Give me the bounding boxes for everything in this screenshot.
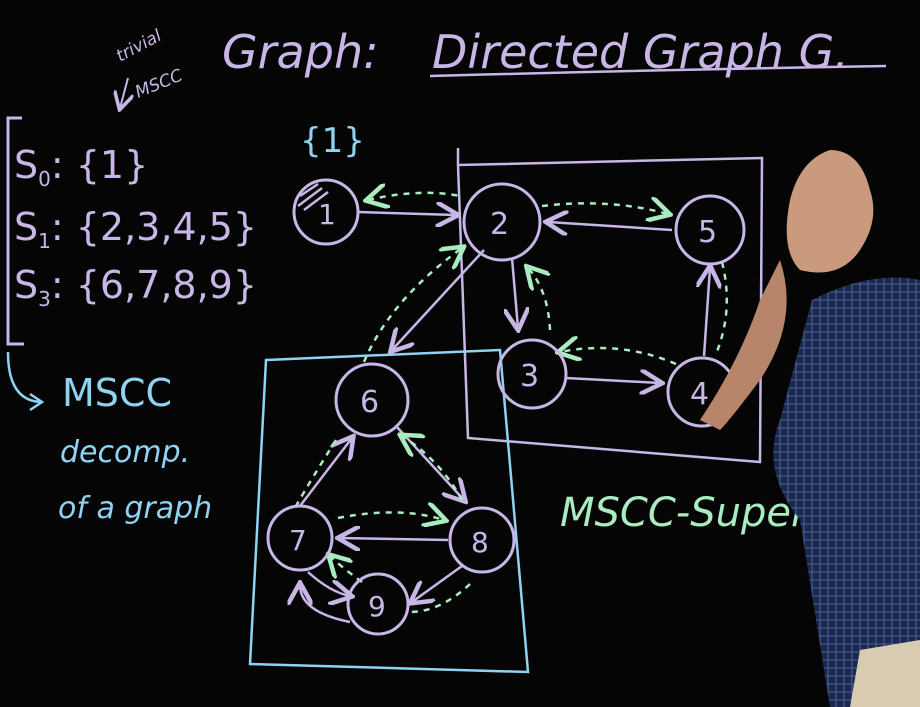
set-subscript: 3 <box>38 287 51 311</box>
node-label: 5 <box>698 215 717 250</box>
node-label: 3 <box>520 359 539 394</box>
set-letter: S <box>14 263 38 307</box>
edge-5-2 <box>548 222 673 230</box>
edge-2-3 <box>512 257 518 328</box>
node-label: 7 <box>289 524 307 557</box>
svg-text:S0: {1}: S0: {1} <box>14 143 148 191</box>
partition-row-1: S1: {2,3,4,5} <box>14 205 257 253</box>
traversal-6-7 <box>294 439 338 507</box>
traversal-8-9 <box>409 583 471 614</box>
node-3: 3 <box>496 338 568 410</box>
node-1: 1 <box>292 178 360 246</box>
component-box-s3 <box>248 348 530 674</box>
traversal-9-7 <box>330 556 363 584</box>
node-label: 9 <box>368 590 386 623</box>
presenter-trousers <box>850 640 920 707</box>
edge-7-6 <box>299 438 352 507</box>
set-letter: S <box>14 143 38 187</box>
partition-list: S0: {1} S1: {2,3,4,5} S3: {6,7,8,9} <box>6 116 257 346</box>
traversal-3-2 <box>528 268 552 331</box>
node-2: 2 <box>462 182 542 262</box>
traversal-8-6 <box>402 436 464 501</box>
set-members: : {1} <box>51 143 148 187</box>
traversal-7-8 <box>337 512 444 520</box>
definition-arrow <box>6 351 41 404</box>
edge-8-9 <box>412 564 463 602</box>
partition-row-2: S3: {6,7,8,9} <box>14 263 257 311</box>
set-subscript: 0 <box>38 167 51 191</box>
edge-2-6 <box>392 249 485 350</box>
graph-edges <box>299 212 710 624</box>
edge-4-5 <box>704 268 710 357</box>
svg-text:S3: {6,7,8,9}: S3: {6,7,8,9} <box>14 263 257 311</box>
title-group: Graph: Directed Graph G. <box>222 25 887 79</box>
trivial-note: trivial MSCC <box>113 26 186 108</box>
trivial-arrow <box>120 77 128 108</box>
traversal-1-2 <box>368 193 461 200</box>
edge-3-4 <box>565 378 660 383</box>
traversal-4-3 <box>560 348 677 366</box>
definition-line-1: MSCC <box>62 371 172 415</box>
presenter-shirt <box>773 277 920 707</box>
edge-7-9 <box>307 571 350 596</box>
node-5: 5 <box>674 194 746 266</box>
edge-9-7 <box>300 585 351 624</box>
edge-1-2 <box>357 212 456 215</box>
set-letter: S <box>14 205 38 249</box>
node-9: 9 <box>346 572 410 636</box>
partition-row-0: S0: {1} <box>14 143 148 191</box>
set-subscript: 1 <box>38 229 51 253</box>
title-prefix: Graph: <box>222 25 379 79</box>
set-members: : {6,7,8,9} <box>51 263 257 307</box>
edge-8-7 <box>340 538 449 540</box>
node-7: 7 <box>266 504 334 572</box>
node-label: 2 <box>490 207 509 242</box>
traversal-6-2 <box>362 248 462 363</box>
partition-bracket <box>6 116 24 346</box>
trivial-text: trivial <box>113 26 165 66</box>
node-label: 8 <box>471 526 489 559</box>
graph-nodes: 1 2 3 4 5 6 7 8 <box>266 178 746 636</box>
traversal-5-4 <box>714 261 729 355</box>
node-label: 1 <box>318 198 336 231</box>
node-label: 6 <box>360 385 379 420</box>
definition-line-3: of a graph <box>58 491 212 526</box>
traversal-paths <box>294 193 729 614</box>
trivial-mscc-text: MSCC <box>132 66 185 103</box>
definition-note: MSCC decomp. of a graph <box>6 351 212 526</box>
set-label-1: {1} <box>300 121 365 161</box>
presenter-arm <box>700 260 787 430</box>
node-8: 8 <box>448 506 516 574</box>
svg-text:S1: {2,3,4,5}: S1: {2,3,4,5} <box>14 205 257 253</box>
traversal-2-5 <box>541 203 668 214</box>
presenter <box>700 150 920 707</box>
edge-6-8 <box>395 425 464 500</box>
title-underline <box>429 64 887 78</box>
set-members: : {2,3,4,5} <box>51 205 257 249</box>
node-6: 6 <box>334 362 410 438</box>
node-label: 4 <box>690 377 709 412</box>
presenter-hand <box>786 150 874 273</box>
definition-line-2: decomp. <box>60 435 190 470</box>
